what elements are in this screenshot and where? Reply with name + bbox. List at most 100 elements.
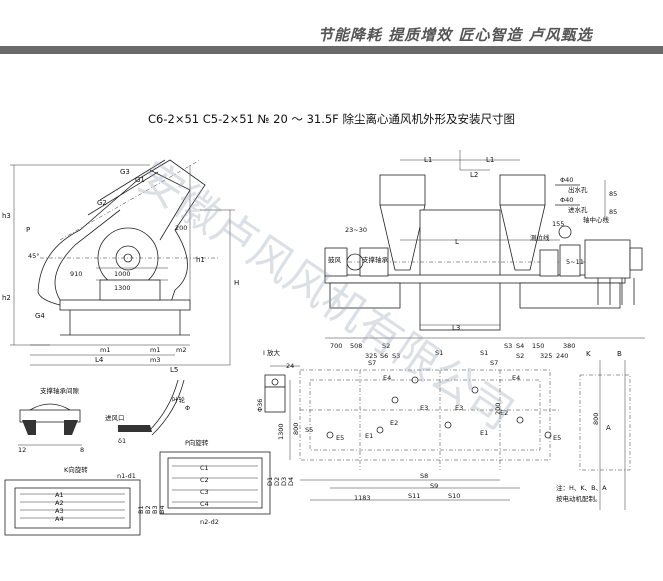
label-impeller: 叶轮 [172, 395, 186, 404]
dim-n2-d2: n2-d2 [200, 518, 219, 526]
note-line1: 注：H、K、B、A [556, 483, 607, 492]
slogan-banner: 节能降耗 提质增效 匠心智造 卢风甄选 [318, 26, 593, 44]
dim-g1: G1 [135, 176, 145, 184]
detail-inlet-clearance: 叶轮 进风口 δ1 Φ [105, 379, 190, 445]
dim-325-a: 325 [365, 352, 377, 360]
dim-1300: 1300 [114, 284, 131, 292]
dim-1000: 1000 [114, 270, 131, 278]
view-p-rotated: P向旋转 C1 C2 C3 C4 D1 D2 D3 D4 n2-d2 [159, 438, 295, 526]
bolt-e2-b: E2 [500, 409, 508, 417]
dim-a2: A2 [55, 499, 64, 507]
bolt-e4-b: E4 [512, 374, 520, 382]
bolt-e1-a: E1 [365, 432, 373, 440]
dim-s3-a: S3 [392, 352, 400, 360]
label-support-bearing: 支撑轴承 [362, 255, 389, 264]
dim-200: 200 [175, 224, 187, 232]
dim-s8: S8 [420, 472, 428, 480]
dim-m2: m2 [176, 346, 186, 354]
dim-8: 8 [80, 446, 84, 454]
drawing-title: C6-2×51 C5-2×51 № 20 ～ 31.5F 除尘离心通风机外形及安… [148, 112, 515, 126]
dim-1183: 1183 [354, 494, 371, 502]
dim-c2: C2 [200, 476, 209, 484]
dim-a4: A4 [55, 515, 64, 523]
dim-phi40-in: Φ40 [560, 196, 573, 204]
dim-m1-a: m1 [100, 346, 110, 354]
dim-c1: C1 [200, 464, 209, 472]
dim-l1-right: L1 [486, 156, 494, 164]
dim-l1-left: L1 [424, 156, 432, 164]
dim-700: 700 [330, 342, 342, 350]
dim-24: 24 [286, 362, 294, 370]
dim-s3-b: S3 [504, 342, 512, 350]
label-inlet: 进风口 [105, 414, 125, 422]
dim-h3: h3 [2, 212, 11, 220]
label-measuring-line: 测位线 [530, 233, 550, 242]
bolt-e4-a: E4 [383, 374, 391, 382]
dim-45deg: 45° [28, 252, 40, 260]
dim-s9: S9 [430, 482, 438, 490]
dim-s1-a: S1 [435, 349, 443, 357]
dim-l5: L5 [170, 366, 178, 374]
dim-800-plan: 800 [292, 423, 300, 435]
detail-i-title: Ⅰ 放大 [263, 348, 280, 357]
dim-d3: D3 [280, 477, 288, 486]
dim-h: H [234, 279, 239, 287]
dim-910: 910 [70, 270, 82, 278]
dim-d1: D1 [266, 477, 274, 486]
dim-12: 12 [18, 446, 26, 454]
dim-85-b: 85 [609, 208, 617, 216]
dim-s5: S5 [305, 426, 313, 434]
dim-d4: D4 [287, 477, 295, 486]
dim-380: 380 [563, 342, 575, 350]
dim-b4: B4 [158, 505, 166, 514]
dim-c3: C3 [200, 488, 209, 496]
dim-l: L [455, 238, 459, 246]
dim-b1: B1 [137, 505, 145, 514]
detail-support-title: 支撑轴承间隙 [40, 386, 80, 395]
view-k-rotated: K向旋转 n1-d1 A1 A2 A3 A4 B1 B2 B3 B4 [4, 465, 166, 536]
dim-m1-b: m1 [150, 346, 160, 354]
dim-1300-plan: 1300 [277, 423, 285, 440]
dim-s2-b: S2 [516, 352, 524, 360]
dim-g4: G4 [35, 312, 45, 320]
header-bar [0, 46, 663, 54]
dim-s10: S10 [448, 492, 460, 500]
dim-a3: A3 [55, 507, 64, 515]
dim-23-30: 23~30 [345, 226, 367, 234]
dim-240: 240 [556, 352, 568, 360]
dim-m3: m3 [150, 356, 160, 364]
dim-g2: G2 [97, 199, 107, 207]
dim-h2: h2 [2, 294, 11, 302]
dim-85-a: 85 [609, 190, 617, 198]
dim-l3: L3 [452, 324, 460, 332]
dim-p-arrow: P [26, 226, 30, 234]
detail-i-enlarged: Ⅰ 放大 24 Φ36 [256, 348, 300, 413]
dim-b2: B2 [144, 505, 152, 514]
dim-c4: C4 [200, 500, 209, 508]
bolt-e5-a: E5 [336, 434, 344, 442]
bolt-e5-b: E5 [553, 434, 561, 442]
dim-s6: S6 [380, 352, 388, 360]
bolt-e1-b: E1 [480, 429, 488, 437]
note-line2: 按电动机配制。 [556, 494, 602, 503]
foundation-plan: S5 S7 S7 E5 E4 E1 E2 E3 E3 E1 E2 E5 E4 1… [277, 359, 631, 510]
dim-325-b: 325 [540, 352, 552, 360]
dim-phi36: Φ36 [256, 399, 264, 412]
label-blower: 鼓风 [328, 255, 342, 264]
label-shaft-centerline: 轴中心线 [583, 215, 610, 224]
dim-n1-d1: n1-d1 [117, 472, 136, 480]
view-p-title: P向旋转 [185, 438, 209, 447]
dim-s1-b: S1 [480, 349, 488, 357]
dim-800-motor: 800 [592, 413, 600, 425]
bolt-e2-a: E2 [390, 419, 398, 427]
dim-155: 155 [552, 220, 564, 228]
dim-a1: A1 [55, 491, 64, 499]
dim-200-plan: 200 [494, 403, 502, 415]
view-k-title: K向旋转 [64, 465, 88, 474]
bolt-e3-a: E3 [420, 404, 428, 412]
right-front-view: L1 L1 L2 Φ40 出水孔 Φ40 进水孔 轴中心线 85 85 155 … [324, 150, 645, 360]
bolt-e3-b: E3 [455, 404, 463, 412]
dim-k: K [586, 350, 591, 358]
dim-5-11: 5~11 [566, 258, 584, 266]
